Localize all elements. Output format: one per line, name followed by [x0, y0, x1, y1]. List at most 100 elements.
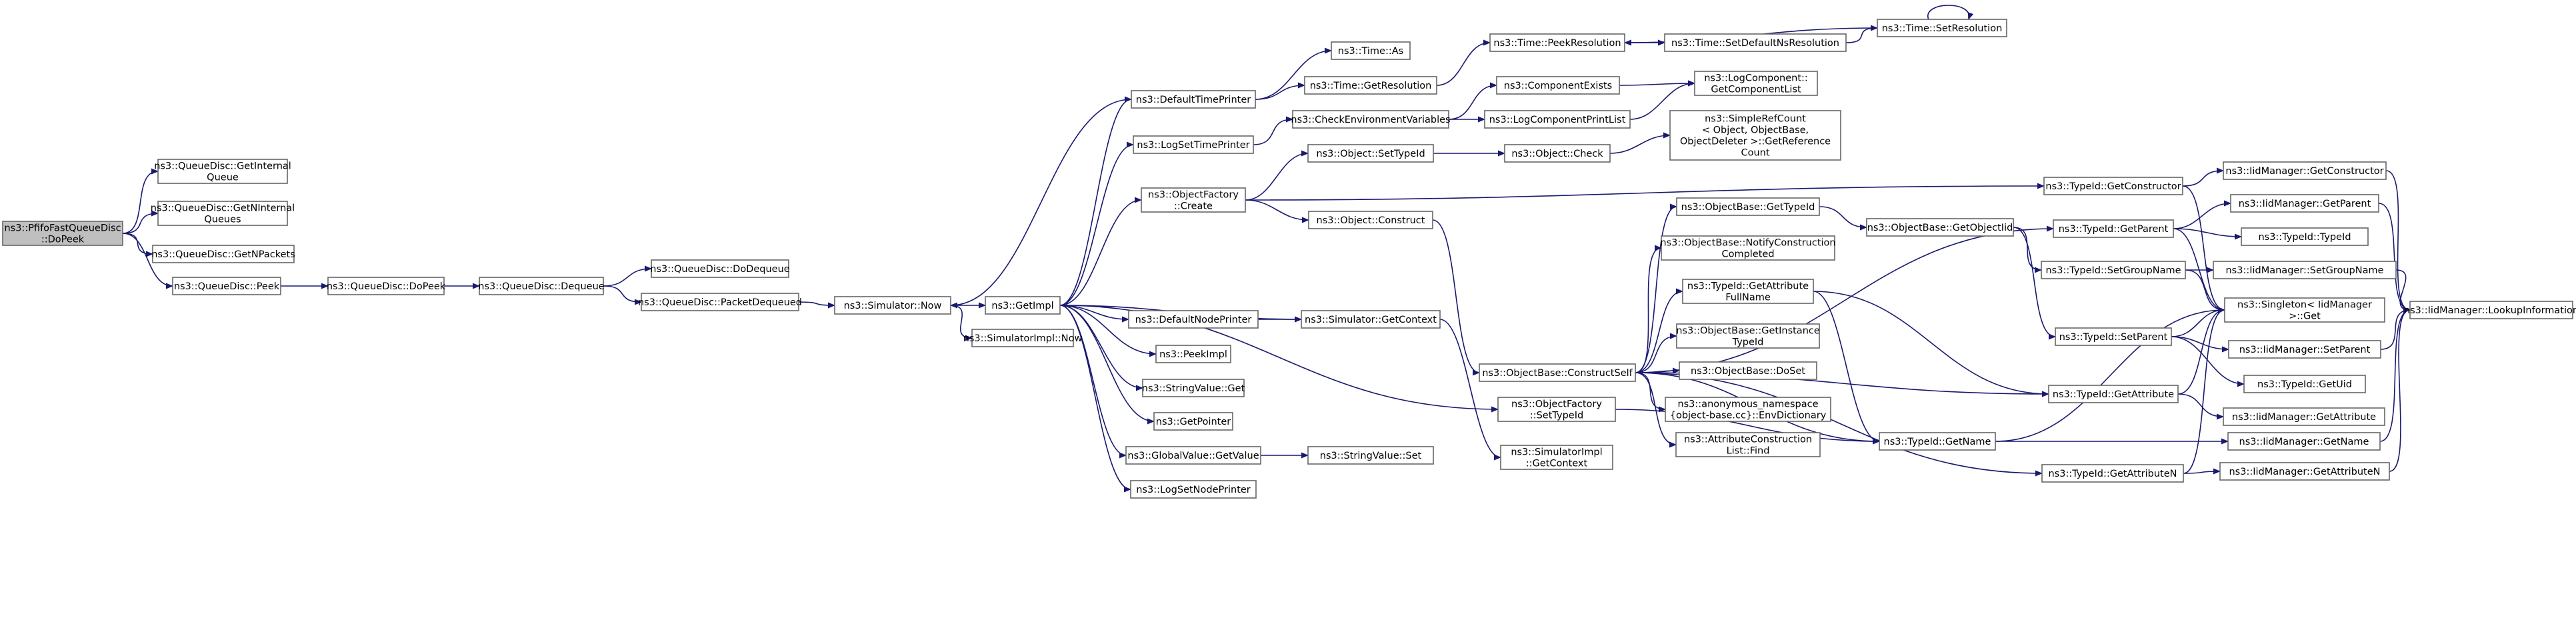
node-typeid_getuid[interactable]: ns3::TypeId::GetUid [2243, 375, 2366, 393]
node-label: ns3::Time::SetDefaultNsResolution [1671, 38, 1839, 49]
node-objfactory_settypeid[interactable]: ns3::ObjectFactory::SetTypeId [1497, 397, 1616, 422]
node-ppfifo_dopeek[interactable]: ns3::PfifoFastQueueDisc::DoPeek [2, 221, 123, 246]
node-label: ns3::PfifoFastQueueDisc [4, 223, 121, 233]
node-iidm_lookupinformation[interactable]: ns3::IidManager::LookupInformation [2404, 301, 2576, 319]
node-object_settypeid[interactable]: ns3::Object::SetTypeId [1307, 144, 1434, 163]
node-typeid_setgroupname[interactable]: ns3::TypeId::SetGroupName [2041, 261, 2186, 279]
node-time_getresolution[interactable]: ns3::Time::GetResolution [1304, 76, 1437, 95]
node-label: ns3::LogComponent:: [1704, 73, 1808, 83]
node-box [1676, 323, 1820, 349]
node-globalvalue_getvalue[interactable]: ns3::GlobalValue::GetValue [1125, 446, 1261, 465]
node-label: ns3::TypeId::GetName [1884, 437, 1991, 447]
node-simimpl_getcontext[interactable]: ns3::SimulatorImpl::GetContext [1500, 445, 1613, 470]
node-logcomp_getcomplist[interactable]: ns3::LogComponent::GetComponentList [1694, 71, 1818, 96]
node-label: GetComponentList [1711, 84, 1801, 95]
edge-qd_packetdequeued-to-sim_now [798, 301, 835, 309]
node-box [1479, 363, 1636, 382]
node-singleton_get[interactable]: ns3::Singleton< IidManager>::Get [2224, 297, 2385, 323]
node-iidm_getparent[interactable]: ns3::IidManager::GetParent [2230, 194, 2379, 213]
node-componentexists[interactable]: ns3::ComponentExists [1496, 76, 1620, 95]
node-stringvalue_get[interactable]: ns3::StringValue::Get [1142, 379, 1245, 397]
node-iidm_getattributen[interactable]: ns3::IidManager::GetAttributeN [2219, 462, 2390, 481]
node-iidm_getconstructor[interactable]: ns3::IidManager::GetConstructor [2223, 161, 2387, 180]
node-sim_getcontext[interactable]: ns3::Simulator::GetContext [1301, 310, 1441, 329]
node-label: ::Create [1174, 201, 1213, 211]
node-sim_now[interactable]: ns3::Simulator::Now [834, 296, 951, 315]
node-box [157, 201, 288, 226]
node-qd_dopeek[interactable]: ns3::QueueDisc::DoPeek [327, 277, 446, 295]
node-box [2043, 177, 2183, 195]
node-objbase_gettypeid[interactable]: ns3::ObjectBase::GetTypeId [1676, 197, 1820, 216]
node-typeid_getname[interactable]: ns3::TypeId::GetName [1879, 432, 1996, 451]
node-objfactory_create[interactable]: ns3::ObjectFactory::Create [1141, 187, 1246, 213]
node-label: ns3::ObjectBase::GetObjectIid [1867, 223, 2013, 233]
node-qd_dequeue[interactable]: ns3::QueueDisc::Dequeue [478, 277, 605, 295]
node-box [651, 259, 789, 278]
node-simplerefcount[interactable]: ns3::SimpleRefCount< Object, ObjectBase,… [1669, 110, 1841, 161]
node-time_as[interactable]: ns3::Time::As [1331, 41, 1411, 60]
node-objbase_notifyconstruction[interactable]: ns3::ObjectBase::NotifyConstructionCompl… [1660, 235, 1836, 261]
node-defaulttimeprinter[interactable]: ns3::DefaultTimePrinter [1131, 90, 1256, 109]
node-objbase_getobjectiid[interactable]: ns3::ObjectBase::GetObjectIid [1866, 218, 2014, 237]
node-iidm_getname[interactable]: ns3::IidManager::GetName [2227, 432, 2381, 451]
node-getimpl[interactable]: ns3::GetImpl [985, 296, 1061, 315]
node-box [2219, 462, 2390, 481]
node-checkenvvars[interactable]: ns3::CheckEnvironmentVariables [1291, 110, 1451, 129]
node-qd_packetdequeued[interactable]: ns3::QueueDisc::PacketDequeued [638, 293, 802, 311]
node-qd_peek[interactable]: ns3::QueueDisc::Peek [172, 277, 281, 295]
node-objbase_constructself[interactable]: ns3::ObjectBase::ConstructSelf [1479, 363, 1636, 382]
node-box [2223, 161, 2387, 180]
edge-objbase_getobjectiid-to-typeid_setparent [2013, 227, 2056, 340]
edge-sim_now-to-simimpl_now [950, 305, 973, 341]
edge-objbase_constructself-to-objbase_gettypeid [1635, 203, 1677, 373]
node-label: ns3::StringValue::Get [1142, 383, 1245, 394]
node-typeid_getparent[interactable]: ns3::TypeId::GetParent [2053, 219, 2174, 238]
edge-objbase_constructself-to-objbase_getinstancetypeid [1635, 333, 1677, 373]
edge-objbase_constructself-to-anon_envdictionary [1635, 372, 1666, 413]
node-typeid_setparent[interactable]: ns3::TypeId::SetParent [2055, 327, 2172, 346]
node-simimpl_now[interactable]: ns3::SimulatorImpl::Now [963, 329, 1083, 347]
node-object_construct[interactable]: ns3::Object::Construct [1308, 211, 1433, 229]
node-iidm_getattribute[interactable]: ns3::IidManager::GetAttribute [2223, 407, 2385, 426]
node-anon_envdictionary[interactable]: ns3::anonymous_namespace{object-base.cc}… [1665, 397, 1831, 422]
node-time_setdefaultnsres[interactable]: ns3::Time::SetDefaultNsResolution [1664, 33, 1847, 52]
node-box [1153, 412, 1233, 431]
node-objbase_doset[interactable]: ns3::ObjectBase::DoSet [1679, 361, 1817, 380]
node-logsetnodeprinter[interactable]: ns3::LogSetNodePrinter [1130, 480, 1257, 499]
node-label: ns3::GetImpl [991, 301, 1053, 311]
node-typeid_getconstructor[interactable]: ns3::TypeId::GetConstructor [2043, 177, 2183, 195]
node-typeid_typeid[interactable]: ns3::TypeId::TypeId [2241, 227, 2369, 246]
node-iidm_setgroupname[interactable]: ns3::IidManager::SetGroupName [2213, 261, 2397, 279]
node-label: Queues [204, 214, 241, 225]
node-stringvalue_set[interactable]: ns3::StringValue::Set [1307, 446, 1434, 465]
node-time_setresolution[interactable]: ns3::Time::SetResolution [1877, 19, 2007, 37]
node-box [1133, 135, 1254, 154]
node-box [479, 277, 604, 295]
edge-getimpl-to-logsettimeprinter [1059, 141, 1134, 306]
node-object_check[interactable]: ns3::Object::Check [1504, 144, 1611, 163]
edge-time_setresolution-to-time_setresolution [1927, 5, 1974, 20]
node-getpointer[interactable]: ns3::GetPointer [1153, 412, 1233, 431]
node-label: ns3::DefaultNodePrinter [1135, 315, 1252, 325]
node-box [2409, 301, 2573, 319]
edge-typeid_getattributen-to-iidm_getattributen [2183, 468, 2221, 475]
node-qd_dodequeue[interactable]: ns3::QueueDisc::DoDequeue [650, 259, 790, 278]
node-qd_getnpackets[interactable]: ns3::QueueDisc::GetNPackets [151, 245, 295, 263]
node-peekimpl[interactable]: ns3::PeekImpl [1155, 345, 1231, 363]
node-logsettimeprinter[interactable]: ns3::LogSetTimePrinter [1133, 135, 1254, 154]
node-typeid_getattributen[interactable]: ns3::TypeId::GetAttributeN [2041, 464, 2184, 483]
node-logcomponentprintlist[interactable]: ns3::LogComponentPrintList [1484, 110, 1631, 129]
node-time_peekresolution[interactable]: ns3::Time::PeekResolution [1489, 33, 1625, 52]
node-label: ns3::LogComponentPrintList [1489, 115, 1626, 125]
node-defaultnodeprinter[interactable]: ns3::DefaultNodePrinter [1128, 310, 1259, 329]
edge-typeid_setparent-to-singleton_get [2171, 307, 2225, 337]
node-box [1877, 19, 2007, 37]
node-box [1489, 33, 1625, 52]
node-iidm_setparent[interactable]: ns3::IidManager::SetParent [2228, 340, 2381, 359]
node-typeid_getattribute[interactable]: ns3::TypeId::GetAttribute [2048, 385, 2179, 403]
